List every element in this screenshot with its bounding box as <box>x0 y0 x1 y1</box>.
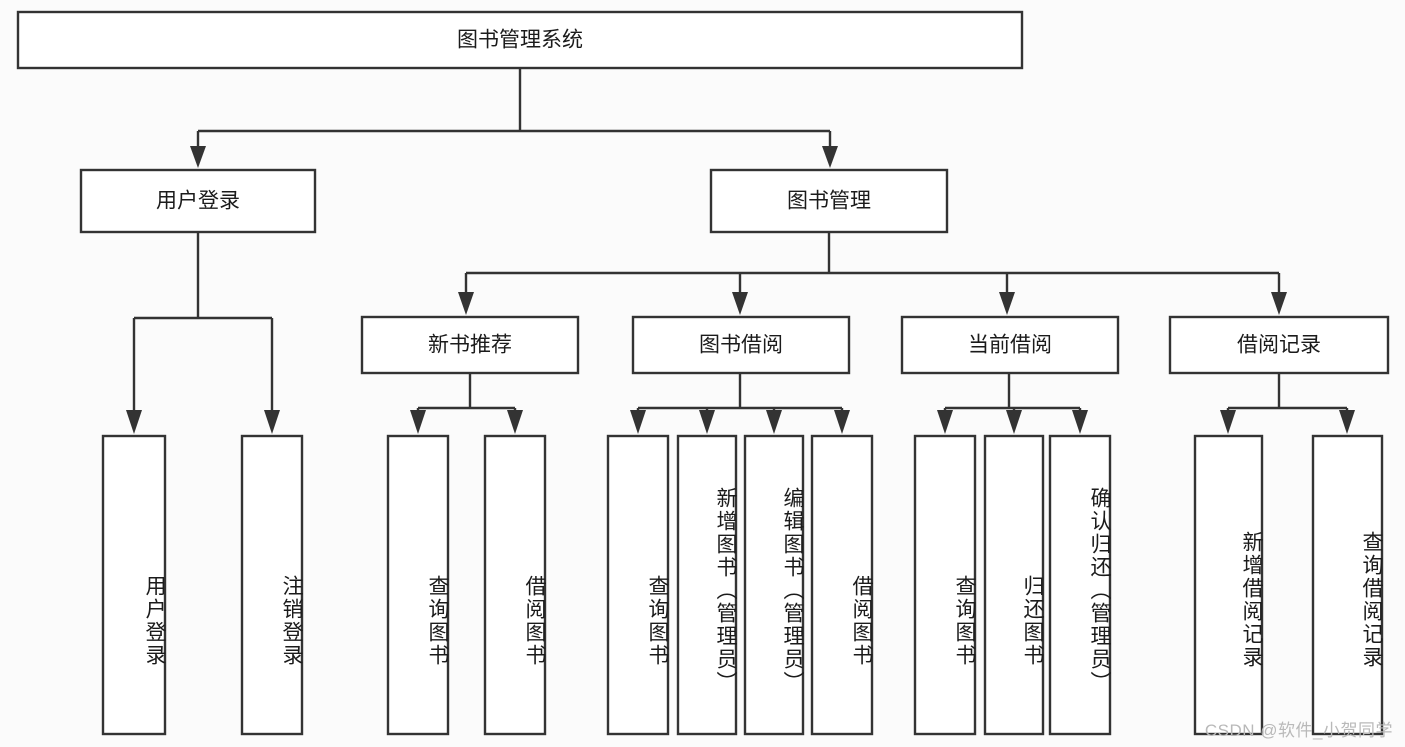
node-book-borrow-box[interactable] <box>631 315 851 375</box>
node-borrow-record-label: 借阅记录 <box>1237 334 1321 357</box>
arrow-head-user-login <box>190 146 206 168</box>
arrow-head-leaf-query-book-3 <box>937 410 953 434</box>
node-user-login-label: 用户登录 <box>156 190 240 213</box>
arrow-head-new-book-recommend <box>458 292 474 315</box>
arrow-head-borrow-record <box>1271 292 1287 315</box>
csdn-watermark: CSDN @软件_小贺同学 <box>1204 721 1393 740</box>
arrow-head-leaf-borrow-book-2 <box>834 410 850 434</box>
arrow-head-leaf-add-book <box>699 410 715 434</box>
node-leaf-query-book-1-box[interactable] <box>386 434 450 736</box>
node-leaf-borrow-book-1-box[interactable] <box>483 434 547 736</box>
node-book-management-box[interactable] <box>709 168 949 234</box>
connector-group-current-borrow <box>937 373 1088 434</box>
arrow-head-leaf-borrow-book-1 <box>507 410 523 434</box>
node-borrow-record[interactable]: 借阅记录 <box>1168 315 1390 375</box>
node-book-borrow[interactable]: 图书借阅 <box>631 315 851 375</box>
arrow-head-leaf-edit-book <box>766 410 782 434</box>
node-leaf-query-book-2-box[interactable] <box>606 434 670 736</box>
node-book-borrow-label: 图书借阅 <box>699 334 783 357</box>
node-new-book-recommend-label: 新书推荐 <box>428 334 512 357</box>
connector-group-user-login <box>126 232 280 434</box>
node-leaf-query-book-3-box[interactable] <box>913 434 977 736</box>
node-root[interactable]: 图书管理系统 <box>16 10 1024 70</box>
arrow-head-leaf-query-record <box>1339 410 1355 434</box>
node-current-borrow-box[interactable] <box>900 315 1120 375</box>
connector-group-root <box>190 68 838 168</box>
arrow-head-leaf-confirm-return <box>1072 410 1088 434</box>
node-leaf-logout-box[interactable] <box>240 434 304 736</box>
node-leaf-confirm-return-box[interactable] <box>1048 434 1112 736</box>
arrow-head-leaf-add-record <box>1220 410 1236 434</box>
arrow-head-book-borrow <box>732 292 748 315</box>
connector-group-book-borrow <box>630 373 850 434</box>
node-leaf-return-book-box[interactable] <box>983 434 1045 736</box>
node-leaf-add-record-box[interactable] <box>1193 434 1264 736</box>
arrow-head-current-borrow <box>999 292 1015 315</box>
connector-group-new-book-recommend <box>410 373 523 434</box>
node-root-label: 图书管理系统 <box>457 29 583 52</box>
node-leaf-edit-book-box[interactable] <box>743 434 805 736</box>
node-user-login[interactable]: 用户登录 <box>79 168 317 234</box>
node-leaf-query-record-box[interactable] <box>1311 434 1384 736</box>
arrow-head-leaf-return-book <box>1006 410 1022 434</box>
arrow-head-leaf-query-book-2 <box>630 410 646 434</box>
node-current-borrow-label: 当前借阅 <box>968 334 1052 357</box>
connector-group-borrow-record <box>1220 373 1355 434</box>
node-leaf-add-book-box[interactable] <box>676 434 738 736</box>
arrow-head-leaf-logout <box>264 410 280 434</box>
node-root-box[interactable] <box>16 10 1024 70</box>
arrow-head-leaf-user-login <box>126 410 142 434</box>
node-book-management[interactable]: 图书管理 <box>709 168 949 234</box>
node-new-book-recommend-box[interactable] <box>360 315 580 375</box>
arrow-head-book-management <box>822 146 838 168</box>
connector-group-book-management <box>458 232 1287 315</box>
node-user-login-box[interactable] <box>79 168 317 234</box>
node-current-borrow[interactable]: 当前借阅 <box>900 315 1120 375</box>
arrow-head-leaf-query-book-1 <box>410 410 426 434</box>
node-borrow-record-box[interactable] <box>1168 315 1390 375</box>
node-new-book-recommend[interactable]: 新书推荐 <box>360 315 580 375</box>
node-leaf-user-login-box[interactable] <box>101 434 167 736</box>
node-leaf-borrow-book-2-box[interactable] <box>810 434 874 736</box>
node-book-management-label: 图书管理 <box>787 190 871 213</box>
